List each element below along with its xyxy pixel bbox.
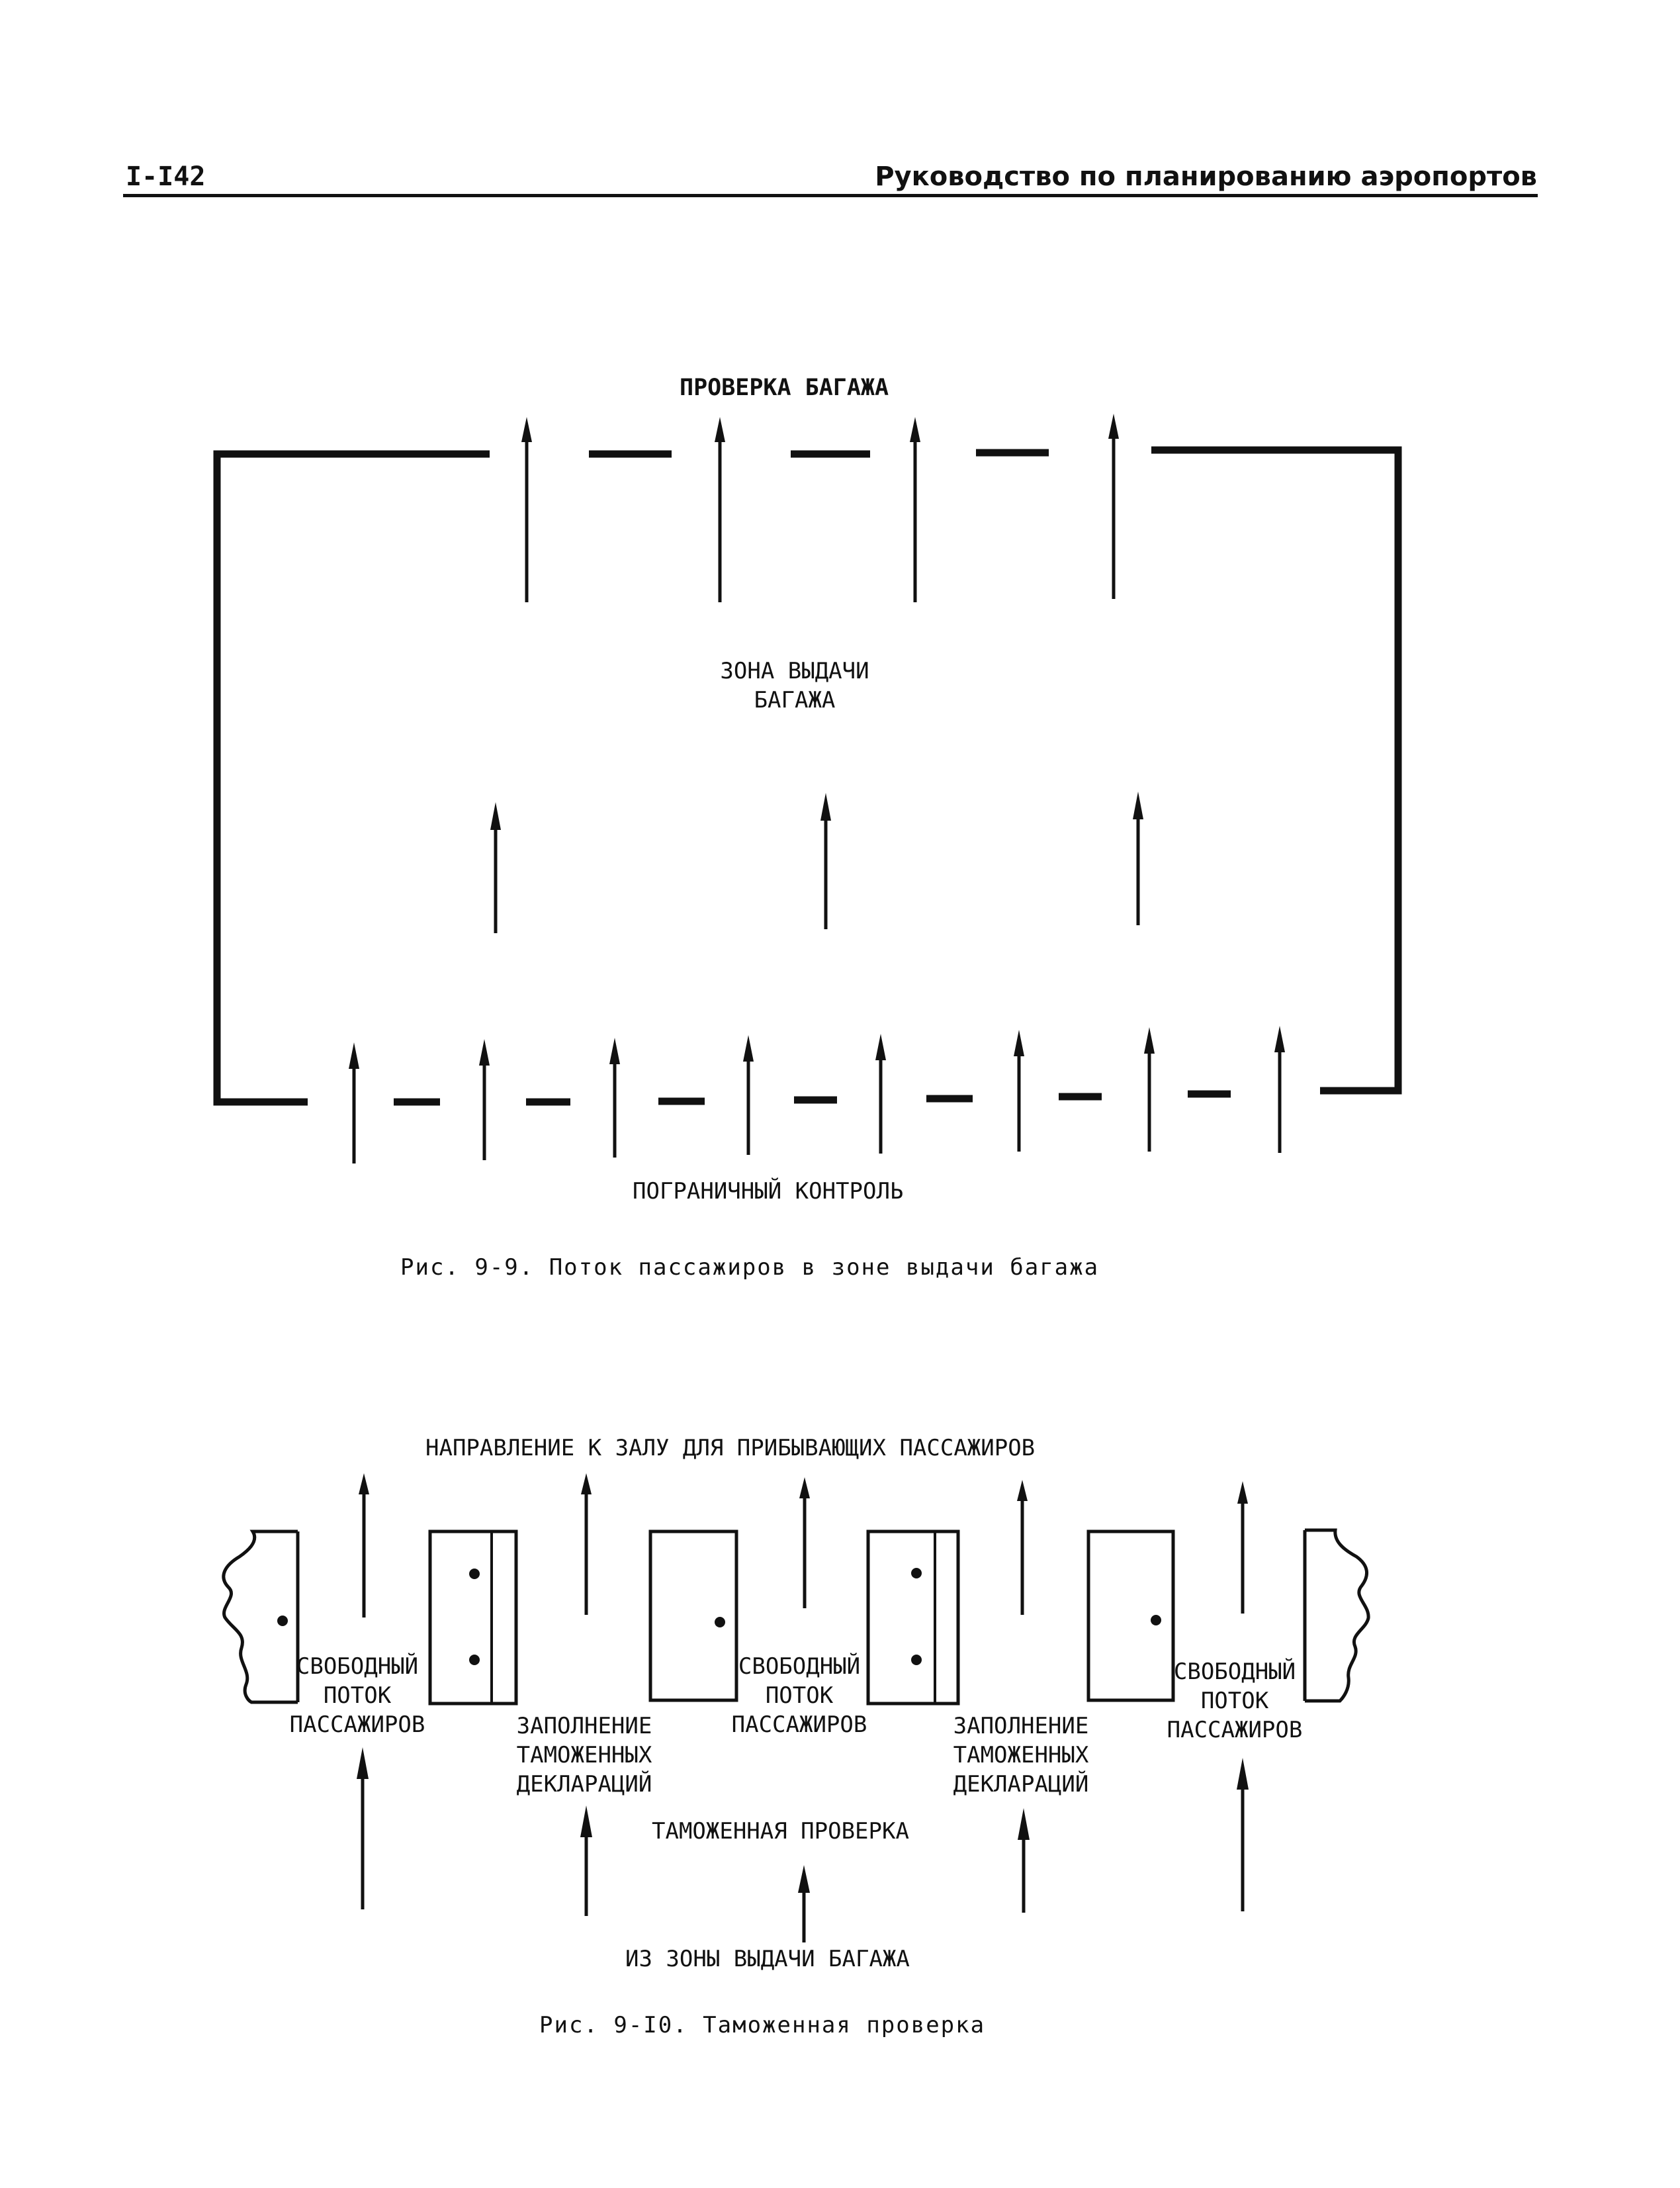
page-number: I-I42 (126, 161, 206, 192)
declaration-booth-2 (866, 1529, 960, 1706)
declarations-line3: ДЕКЛАРАЦИЙ (516, 1771, 652, 1798)
entry-arrows (349, 1026, 1285, 1163)
header-rule (123, 194, 1538, 197)
bottom-wall-dashes (394, 1090, 1231, 1106)
hall-flow-arrows (490, 792, 1143, 933)
free-flow-line3: ПАССАЖИРОВ (289, 1711, 425, 1738)
exit-arrows (521, 414, 1119, 602)
baggage-hall-diagram (213, 414, 1402, 1163)
claim-zone-label-line1: ЗОНА ВЫДАЧИ (720, 658, 869, 684)
free-flow-line3: ПАССАЖИРОВ (1167, 1717, 1303, 1743)
free-flow-label-left: СВОБОДНЫЙ ПОТОК ПАССАЖИРОВ (265, 1652, 450, 1739)
declarations-line3: ДЕКЛАРАЦИЙ (953, 1771, 1089, 1798)
from-claim-zone-label: ИЗ ЗОНЫ ВЫДАЧИ БАГАЖА (625, 1946, 910, 1972)
customs-bottom-arrows (357, 1747, 1249, 1942)
declarations-label-right: ЗАПОЛНЕНИЕ ТАМОЖЕННЫХ ДЕКЛАРАЦИЙ (932, 1711, 1110, 1799)
free-flow-line2: ПОТОК (323, 1682, 392, 1709)
declarations-line1: ЗАПОЛНЕНИЕ (953, 1713, 1089, 1739)
border-control-label: ПОГРАНИЧНЫЙ КОНТРОЛЬ (633, 1178, 904, 1205)
wall-right-wavy (1305, 1528, 1370, 1703)
declarations-line2: ТАМОЖЕННЫХ (516, 1742, 652, 1768)
customs-door-1 (648, 1529, 738, 1702)
free-flow-line2: ПОТОК (765, 1682, 834, 1709)
figure-9-9-caption: Рис. 9-9. Поток пассажиров в зоне выдачи… (400, 1254, 1100, 1281)
arrivals-hall-direction-label: НАПРАВЛЕНИЕ К ЗАЛУ ДЛЯ ПРИБЫВАЮЩИХ ПАССА… (425, 1435, 1036, 1461)
claim-zone-label-line2: БАГАЖА (754, 687, 836, 713)
customs-diagram (222, 1528, 1370, 1706)
free-flow-line1: СВОБОДНЫЙ (738, 1653, 861, 1680)
declaration-booth-1 (428, 1529, 518, 1706)
hall-wall-left (213, 450, 490, 1106)
customs-check-label: ТАМОЖЕННАЯ ПРОВЕРКА (652, 1818, 909, 1845)
free-flow-line1: СВОБОДНЫЙ (296, 1653, 419, 1680)
baggage-check-label: ПРОВЕРКА БАГАЖА (680, 375, 889, 401)
free-flow-label-right: СВОБОДНЫЙ ПОТОК ПАССАЖИРОВ (1142, 1657, 1327, 1745)
top-wall-dashes (589, 449, 1049, 458)
declarations-label-left: ЗАПОЛНЕНИЕ ТАМОЖЕННЫХ ДЕКЛАРАЦИЙ (495, 1711, 674, 1799)
running-title: Руководство по планированию аэропортов (875, 161, 1537, 192)
free-flow-line3: ПАССАЖИРОВ (731, 1711, 867, 1738)
free-flow-label-center: СВОБОДНЫЙ ПОТОК ПАССАЖИРОВ (707, 1652, 892, 1739)
free-flow-line1: СВОБОДНЫЙ (1173, 1659, 1296, 1685)
figure-9-10-caption: Рис. 9-I0. Таможенная проверка (539, 2012, 986, 2038)
wall-left-wavy (222, 1529, 298, 1704)
free-flow-line2: ПОТОК (1200, 1688, 1269, 1714)
declarations-line2: ТАМОЖЕННЫХ (953, 1742, 1089, 1768)
customs-door-2 (1086, 1529, 1175, 1702)
declarations-line1: ЗАПОЛНЕНИЕ (516, 1713, 652, 1739)
claim-zone-label: ЗОНА ВЫДАЧИ БАГАЖА (703, 657, 887, 715)
customs-dots (277, 1568, 1161, 1665)
customs-top-arrows (359, 1473, 1248, 1618)
hall-wall-right (1151, 446, 1402, 1095)
